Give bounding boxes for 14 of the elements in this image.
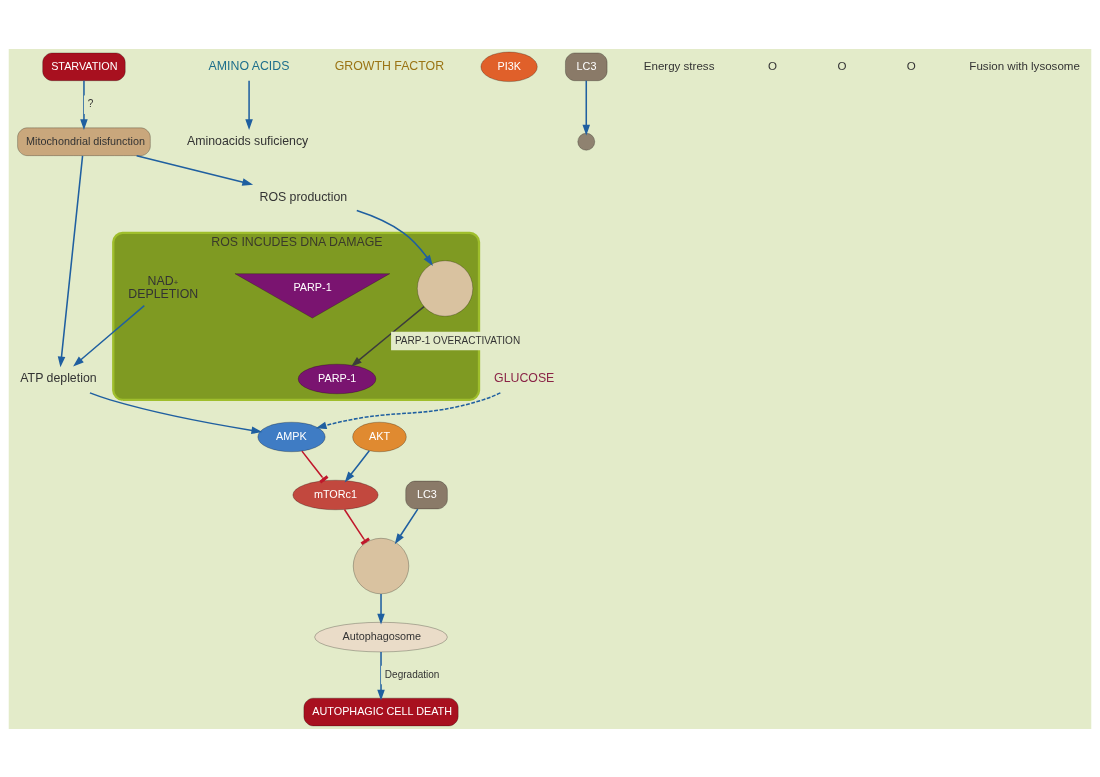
node-text: AMINO ACIDS: [208, 58, 290, 73]
label: Fusion with lysosome: [969, 59, 1080, 72]
label: O: [906, 59, 916, 72]
node-text: Aminoacids suficiency: [186, 133, 309, 148]
node-text: ROS production: [259, 189, 348, 204]
label: Energy stress: [643, 59, 715, 72]
node-text: ATP depletion: [20, 370, 97, 385]
edge-label: ?: [87, 97, 94, 109]
node-text: GROWTH FACTOR: [334, 58, 445, 73]
node-text: GLUCOSE: [494, 370, 555, 385]
label: O: [837, 59, 847, 72]
node-text: NAD+ DEPLETION: [128, 273, 199, 301]
label: O: [767, 59, 777, 72]
edge-label: Degradation: [384, 668, 440, 680]
